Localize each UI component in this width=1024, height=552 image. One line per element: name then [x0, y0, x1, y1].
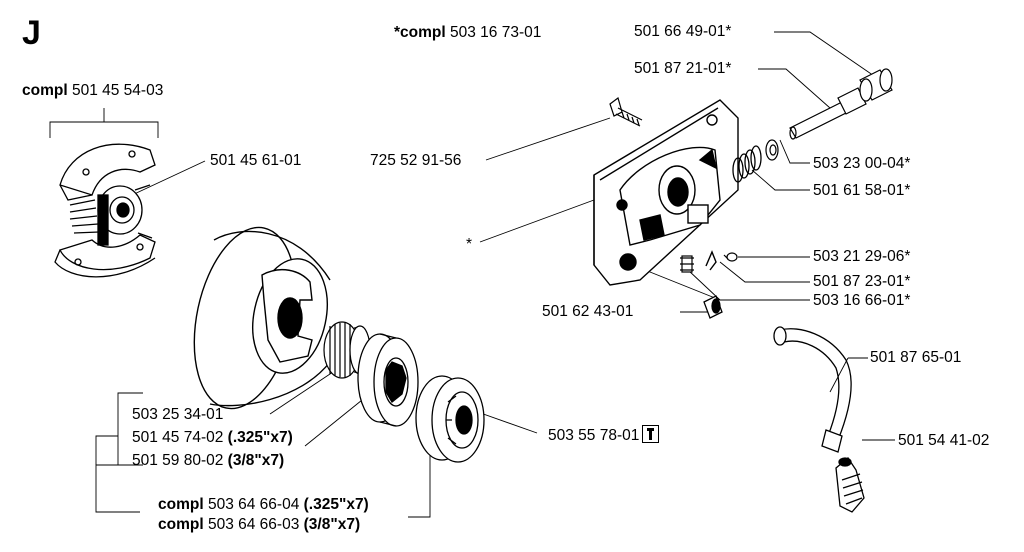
leader-lines — [49, 31, 895, 518]
part-label-rim-325: 501 45 74-02 (.325"x7) — [132, 429, 293, 447]
clutch-assembly — [54, 143, 156, 278]
screw — [609, 96, 643, 127]
part-number: 503 64 66-03 — [207, 516, 300, 533]
part-number: 503 16 73-01 — [450, 24, 542, 41]
nut — [703, 295, 723, 319]
part-label-drum-325: compl 503 64 66-04 (.325"x7) — [158, 496, 369, 514]
part-label-pump-compl: *compl 503 16 73-01 — [394, 24, 541, 42]
part-label-screw: 725 52 91-56 — [370, 152, 462, 169]
pin — [723, 252, 738, 262]
rim — [357, 333, 419, 427]
part-label-clip: 501 87 23-01* — [813, 273, 911, 290]
part-prefix: *compl — [394, 24, 446, 41]
part-number: 501 45 54-03 — [71, 82, 164, 99]
oil-pump-body — [593, 99, 739, 286]
part-number: 503 55 78-01 — [548, 427, 640, 444]
part-spec: (.325"x7) — [303, 496, 369, 513]
section-letter: J — [22, 14, 41, 52]
part-prefix: compl — [158, 516, 204, 533]
tool-icon — [642, 425, 660, 443]
part-label-bushing: 501 66 49-01* — [634, 23, 732, 40]
oil-hose — [773, 326, 852, 453]
part-label-compl-clutch: compl 501 45 54-03 — [22, 82, 163, 100]
part-label-clutch-shoe: 501 45 61-01 — [210, 152, 302, 169]
part-label-pin: 503 21 29-06* — [813, 248, 911, 265]
part-number: 503 64 66-04 — [207, 496, 300, 513]
part-label-filter: 501 54 41-02 — [898, 432, 990, 449]
valve — [680, 255, 694, 273]
part-label-needle-bearing: 503 25 34-01 — [132, 406, 224, 423]
bushing — [859, 68, 893, 102]
part-label-drum-38: compl 503 64 66-03 (3/8"x7) — [158, 516, 360, 534]
part-spec: (3/8"x7) — [227, 452, 285, 469]
part-number: 501 45 74-02 — [132, 429, 224, 446]
pump-shaft — [789, 87, 867, 140]
spring — [732, 145, 762, 183]
part-label-nut: 501 62 43-01 — [542, 303, 634, 320]
part-label-hose: 501 87 65-01 — [870, 349, 962, 366]
clip — [705, 250, 717, 271]
clutch-drum — [193, 226, 331, 410]
part-spec: (3/8"x7) — [303, 516, 361, 533]
washer — [765, 139, 779, 161]
part-label-star: * — [466, 236, 473, 253]
part-label-spring: 501 61 58-01* — [813, 182, 911, 199]
part-prefix: compl — [22, 82, 68, 99]
part-label-rim-38: 501 59 80-02 (3/8"x7) — [132, 452, 284, 470]
oil-filter — [835, 457, 865, 513]
rim-sprocket — [415, 375, 485, 463]
part-number: 501 59 80-02 — [132, 452, 224, 469]
part-label-washer: 503 23 00-04* — [813, 155, 911, 172]
part-label-valve: 503 16 66-01* — [813, 292, 911, 309]
part-spec: (.325"x7) — [227, 429, 293, 446]
part-prefix: compl — [158, 496, 204, 513]
part-label-rim-sprocket: 503 55 78-01 — [548, 425, 660, 445]
part-label-shaft: 501 87 21-01* — [634, 60, 732, 77]
